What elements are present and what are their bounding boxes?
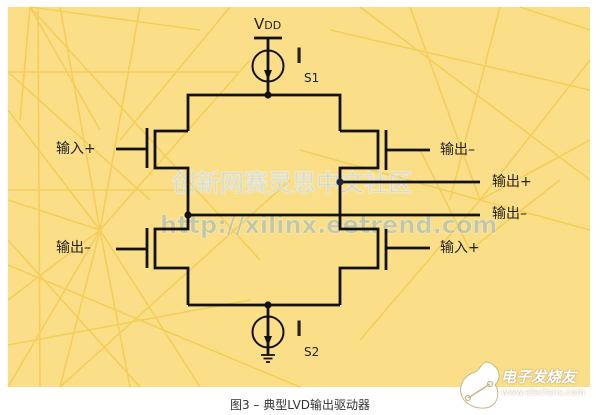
current-source-s1: [251, 49, 285, 83]
node-left-mid: [184, 211, 192, 219]
junction-nodes: [184, 91, 344, 309]
node-right-mid: [336, 178, 344, 186]
vdd-label-main: V: [254, 15, 265, 33]
diagram-background: [8, 7, 590, 387]
vdd-label: VDD: [254, 17, 281, 32]
current-source-s2: [251, 315, 285, 349]
right-bottom-gate-label: 输入+: [440, 240, 480, 256]
elecfans-logo: 电子发烧友 www.elecfans.com: [455, 362, 595, 410]
elecfans-logo-mark: [460, 361, 500, 409]
left-bottom-gate-label: 输出–: [56, 240, 91, 256]
current-source-s2-label: I: [296, 318, 302, 340]
left-top-gate-label: 输入+: [56, 141, 96, 157]
circuit-wires: [116, 36, 480, 355]
logo-url: www.elecfans.com: [501, 388, 585, 398]
figure-caption: 图3 – 典型LVD输出驱动器: [229, 398, 371, 412]
right-top-gate-label: 输出–: [440, 142, 475, 158]
is2-label-main: I: [296, 316, 303, 341]
node-bottom: [264, 301, 272, 309]
current-source-s1-label: I: [296, 45, 302, 67]
out-plus-label: 输出+: [492, 174, 532, 190]
vdd-label-sub: DD: [264, 19, 282, 32]
watermark-site-cn: 创新网赛灵思中文社区: [171, 169, 412, 197]
out-minus-label: 输出–: [492, 206, 527, 222]
arrow-down-icon: [264, 336, 272, 346]
ground-icon: [261, 354, 275, 363]
node-top: [264, 91, 272, 99]
is1-label-sub: S1: [304, 71, 320, 85]
arrow-down-icon: [264, 70, 272, 80]
logo-title: 电子发烧友: [501, 368, 577, 386]
is1-label-main: I: [296, 43, 303, 68]
is2-label-sub: S2: [304, 345, 320, 359]
